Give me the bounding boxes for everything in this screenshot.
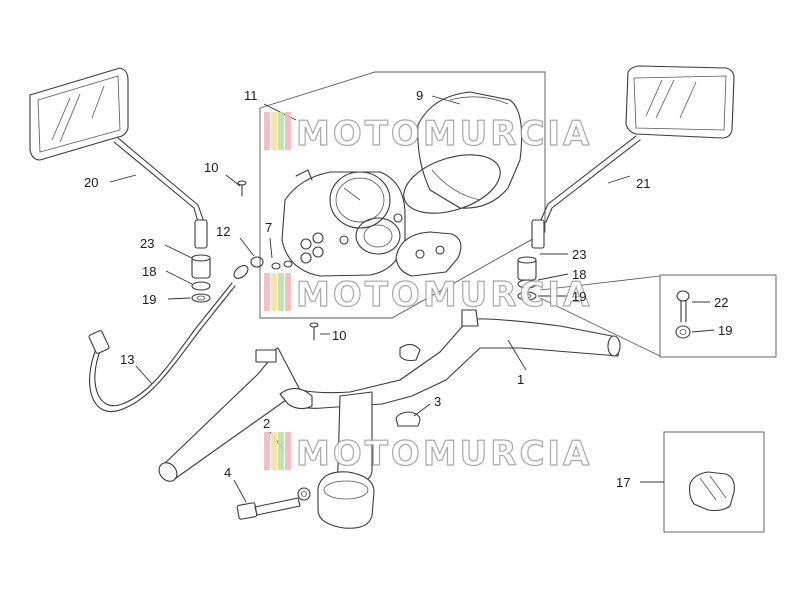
callout-9: 9: [416, 88, 423, 103]
callout-7: 7: [265, 220, 272, 235]
plate-hole: [415, 249, 425, 259]
watermark-bottom: MOTOMURCIA: [264, 432, 592, 475]
watermark-text: MOTOMURCIA: [296, 434, 592, 474]
leader-1: [507, 339, 527, 371]
bulb-holder: [283, 260, 293, 268]
callout-23-left: 23: [140, 236, 154, 251]
watermark-text: MOTOMURCIA: [296, 275, 592, 315]
bulb-holder: [271, 262, 281, 270]
callout-22: 22: [714, 295, 728, 310]
leader-20: [109, 174, 137, 183]
screw-lower: [309, 322, 319, 341]
leader-7: [269, 237, 273, 259]
plate-hole: [435, 245, 445, 255]
leader-4: [233, 479, 247, 503]
speedometer-cable: [88, 265, 249, 413]
callout-18-right: 18: [572, 267, 586, 282]
stem-base: [317, 471, 375, 529]
switch-17: [688, 471, 735, 512]
bolt: [236, 497, 301, 520]
callout-12: 12: [216, 224, 230, 239]
washer-hole: [301, 491, 307, 497]
right-mirror: [531, 65, 735, 249]
left-clamp: [279, 387, 313, 410]
callout-17: 17: [616, 475, 630, 490]
leader-10-upper: [225, 174, 241, 187]
o-ring: [250, 256, 264, 268]
watermark-middle: MOTOMURCIA: [264, 273, 592, 316]
callout-21: 21: [636, 176, 650, 191]
leader-19-box: [691, 329, 715, 333]
watermark-top: MOTOMURCIA: [264, 112, 592, 155]
callout-13: 13: [120, 352, 134, 367]
washer-hole: [679, 329, 687, 335]
callout-20: 20: [84, 175, 98, 190]
stem-base-ring: [323, 480, 369, 500]
screw-upper: [237, 180, 247, 197]
cluster-lens: [403, 91, 523, 214]
leader-21: [607, 175, 631, 184]
connection-line: [539, 275, 661, 291]
washer: [297, 487, 311, 501]
bolt-group-frame: [659, 274, 777, 358]
callout-10-upper: 10: [204, 160, 218, 175]
watermark-text: MOTOMURCIA: [296, 114, 592, 154]
leader-23-left: [164, 244, 193, 259]
connection-line: [539, 297, 661, 357]
leader-18-right: [537, 273, 569, 281]
callout-23-right: 23: [572, 247, 586, 262]
right-fasteners: [517, 256, 537, 301]
cluster-group-frame: [259, 71, 546, 319]
leader-18-left: [165, 270, 193, 285]
leader-9: [431, 95, 461, 105]
leader-12: [239, 237, 255, 257]
callout-11: 11: [244, 88, 258, 103]
instrument-cluster: [281, 169, 406, 277]
callout-19-box: 19: [718, 323, 732, 338]
washer-19: [675, 325, 691, 339]
right-clamp: [399, 343, 421, 362]
handlebar: [158, 309, 621, 482]
callout-1: 1: [517, 372, 524, 387]
leader-13: [135, 365, 153, 385]
leader-3: [413, 403, 431, 417]
callout-10-lower: 10: [332, 328, 346, 343]
callout-18-left: 18: [142, 264, 156, 279]
cluster-back-plate: [395, 231, 462, 277]
left-fasteners: [191, 254, 211, 303]
callout-19-left: 19: [142, 292, 156, 307]
callout-2: 2: [263, 416, 270, 431]
leader-19-left: [167, 297, 191, 300]
callout-19-right: 19: [572, 289, 586, 304]
left-mirror: [29, 67, 208, 249]
callout-3: 3: [434, 394, 441, 409]
bolt-22: [676, 290, 690, 323]
callout-4: 4: [224, 465, 231, 480]
